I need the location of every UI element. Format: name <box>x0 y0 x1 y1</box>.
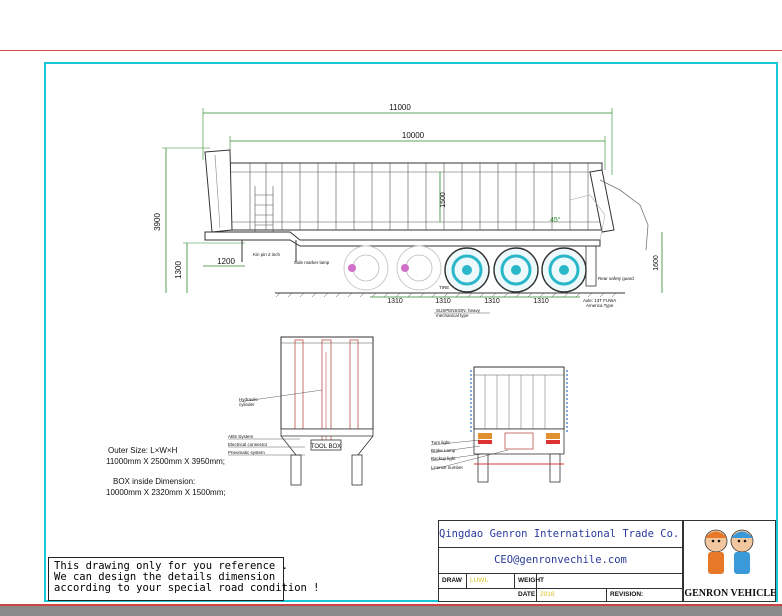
dim-axle-spacing-3: 1310 <box>484 298 500 305</box>
draw-label: DRAW <box>439 574 467 588</box>
rear-view: Turn light Brake Lamp Backup light Licen… <box>430 366 568 483</box>
company-email: CEO@genronvechile.com <box>439 548 682 574</box>
mascot-icon <box>704 529 754 574</box>
callout-turn-light: Turn light <box>431 440 450 445</box>
dim-overall-length: 11000 <box>389 103 411 112</box>
reference-note: This drawing only for you reference . We… <box>48 557 320 601</box>
note-line-3: according to your special road condition… <box>54 582 320 594</box>
dim-axle-spacing-2: 1310 <box>435 298 451 305</box>
front-view: TOOL BOX Hydraulic cylinder ABS System E… <box>228 336 374 486</box>
callout-kingpin: Kin pin 2 inch <box>253 252 281 257</box>
callout-abs: ABS System <box>228 434 254 439</box>
callout-pneumatic: Pneumatic system <box>228 450 265 455</box>
title-block: Qingdao Genron International Trade Co. L… <box>438 520 705 602</box>
dim-axle-spacing-1: 1310 <box>387 298 403 305</box>
spec-outer-label: Outer Size: L×W×H <box>108 446 178 455</box>
callout-suspension-1: SUSPENSION: heavy <box>436 308 481 313</box>
side-view: 11000 10000 3900 1300 1200 <box>153 103 663 318</box>
wheel-group <box>343 245 587 293</box>
date-value: 2016 <box>537 588 607 602</box>
dim-kingpin-height: 1300 <box>174 261 183 279</box>
spec-outer-value: 11000mm X 2500mm X 3950mm; <box>106 457 226 466</box>
callout-toolbox: TOOL BOX <box>311 444 341 450</box>
dim-rear-height: 1600 <box>653 255 660 271</box>
callout-license-number: License number <box>431 465 464 470</box>
title-row-draw: DRAW LUWL WEIGHT <box>439 574 682 589</box>
logo-text: GENRON VEHICLE <box>684 588 777 599</box>
callout-tire: TIRE <box>439 285 449 290</box>
callout-rear-guard: Rear safety guard <box>598 276 634 281</box>
page-top-rule <box>0 50 782 51</box>
company-name: Qingdao Genron International Trade Co. L… <box>439 521 705 548</box>
dim-total-height: 3900 <box>153 213 162 231</box>
dim-axle-spacing-4: 1310 <box>533 298 549 305</box>
page-bottom-bar <box>0 606 782 616</box>
revision-label: REVISION: <box>610 591 644 598</box>
dim-tip-angle: 45° <box>550 216 561 224</box>
callout-hydraulic-1: Hydraulic <box>239 397 259 402</box>
date-label: DATE <box>515 588 537 602</box>
draw-value: LUWL <box>467 574 515 588</box>
note-line-2: We can design the details dimension <box>54 571 276 583</box>
callout-suspension-2: mechanical type <box>436 313 469 318</box>
weight-label: WEIGHT <box>515 574 544 588</box>
spec-inside-label: BOX inside Dimension: <box>113 477 196 486</box>
page-bottom-rule <box>0 604 782 606</box>
callout-backup-light: Backup light <box>431 456 456 461</box>
company-logo: GENRON VEHICLE <box>683 520 777 602</box>
callout-side-marker: Side marker lamp <box>294 260 330 265</box>
drawing-frame <box>44 62 778 602</box>
title-row-date: DATE 2016 REVISION: <box>439 588 682 602</box>
note-line-1: This drawing only for you reference . <box>54 560 288 572</box>
dim-box-depth: 1500 <box>440 192 447 208</box>
dim-box-length: 10000 <box>402 131 425 140</box>
callout-brake-lamp: Brake Lamp <box>431 448 456 453</box>
callout-electrical: Electrical connector <box>228 442 268 447</box>
callout-axle-1: Axle: 13T FUWA <box>583 298 616 303</box>
callout-hydraulic-2: cylinder <box>239 402 255 407</box>
dim-kingpin-offset: 1200 <box>217 257 235 266</box>
callout-axle-2: America Type <box>586 303 614 308</box>
spec-inside-value: 10000mm X 2320mm X 1500mm; <box>106 488 226 497</box>
